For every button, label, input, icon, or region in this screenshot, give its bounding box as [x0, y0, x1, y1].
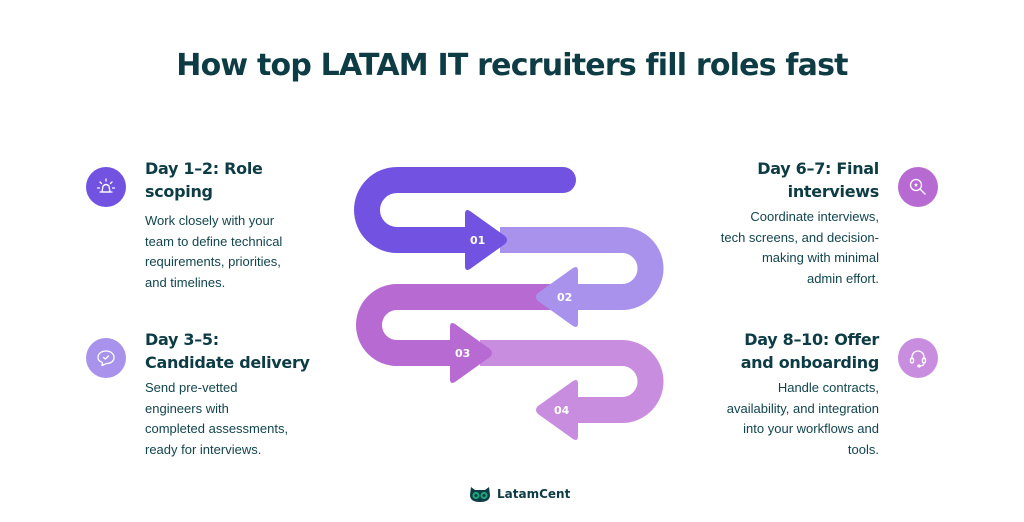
- arrowhead-01: [465, 210, 507, 270]
- step-card-2: Day 3–5:Candidate delivery Send pre-vett…: [145, 328, 355, 460]
- step-heading: Day 3–5:Candidate delivery: [145, 330, 310, 372]
- search-star-icon: [898, 167, 938, 207]
- arrowhead-04: [536, 380, 578, 440]
- brand-name: LatamCent: [497, 487, 571, 501]
- arrowhead-02: [536, 267, 578, 327]
- brand-logo: LatamCent: [469, 485, 570, 503]
- step-description: Handle contracts,availability, and integ…: [726, 380, 879, 457]
- siren-alert-icon: [86, 167, 126, 207]
- flow-segment-02: [500, 227, 664, 310]
- step-number-04: 04: [554, 404, 570, 417]
- step-number-02: 02: [557, 291, 572, 304]
- step-description: Coordinate interviews,tech screens, and …: [720, 209, 879, 286]
- chat-check-icon: [86, 338, 126, 378]
- owl-logo-icon: [470, 487, 490, 502]
- step-number-01: 01: [470, 234, 485, 247]
- flow-segment-03: [356, 284, 560, 366]
- headset-icon: [898, 338, 938, 378]
- page-title: How top LATAM IT recruiters fill roles f…: [176, 48, 848, 83]
- flow-segment-01: [354, 167, 576, 253]
- arrowhead-03: [450, 323, 492, 383]
- flow-segment-04: [480, 340, 664, 423]
- step-number-03: 03: [455, 347, 470, 360]
